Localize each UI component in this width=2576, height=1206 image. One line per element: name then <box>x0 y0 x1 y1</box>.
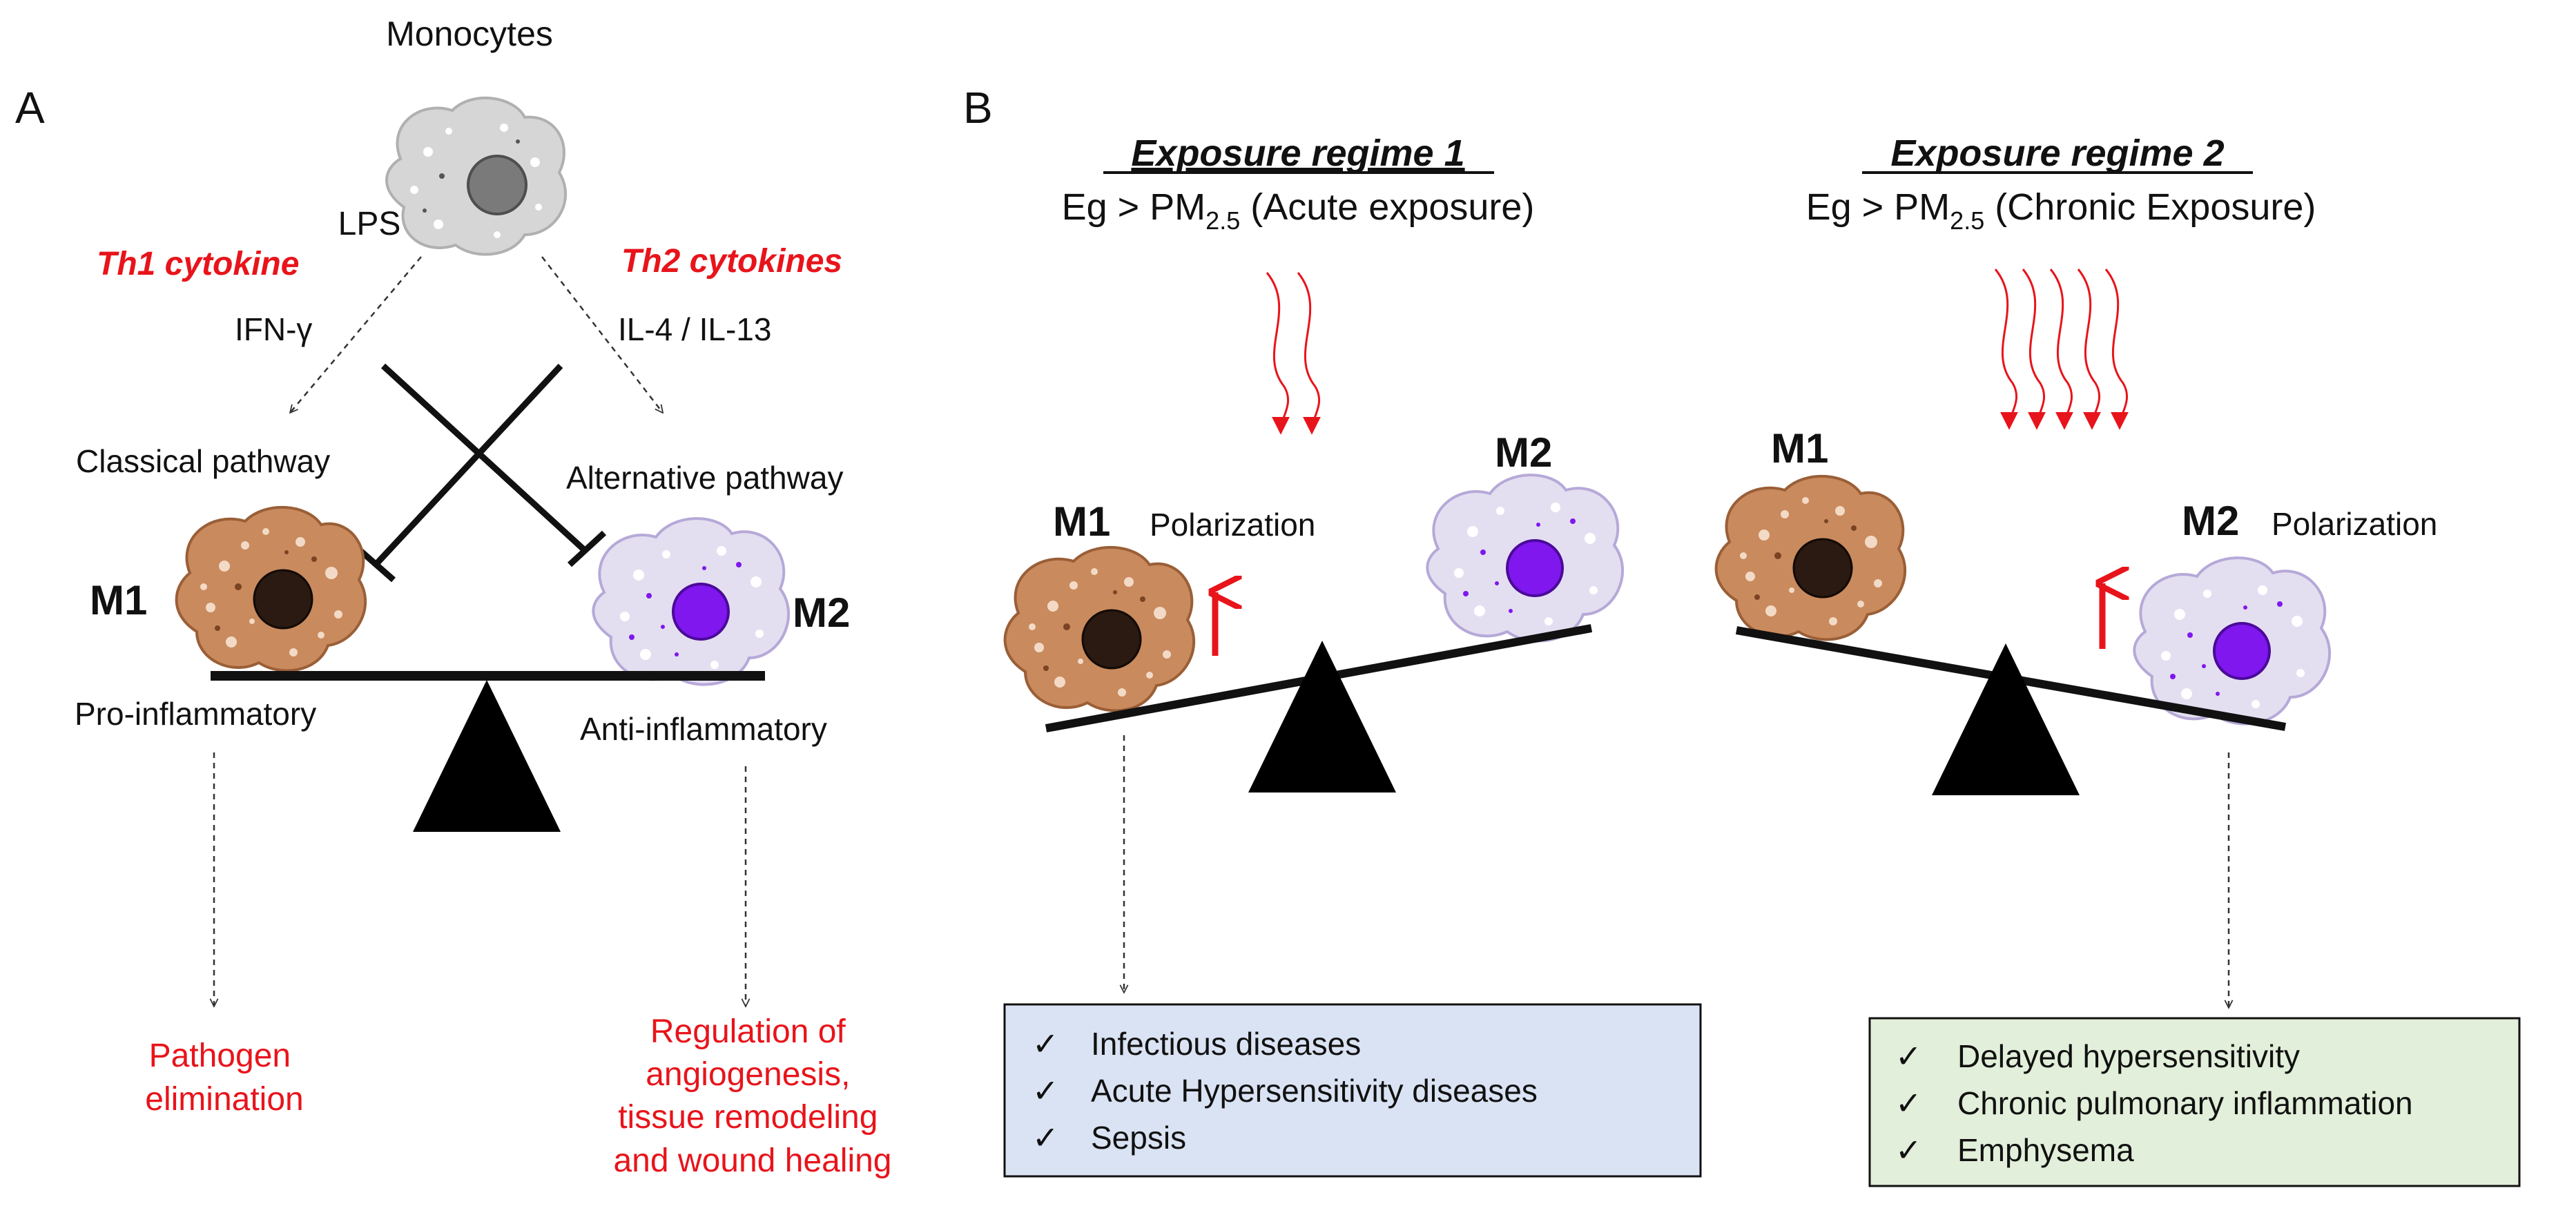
balance-fulcrum-regime2 <box>1932 643 2080 795</box>
regime2-check-2: ✓ <box>1895 1085 1922 1121</box>
panel-a-label: A <box>15 83 45 133</box>
ifn-gamma-label: IFN-γ <box>235 311 312 347</box>
polarization-label-regime2: Polarization <box>2272 506 2437 542</box>
m1-label-a: M1 <box>90 577 147 623</box>
regime2-title: Exposure regime 2 <box>1890 133 2224 174</box>
m2-label-regime1: M2 <box>1495 429 1552 476</box>
regime2-subtitle-post: (Chronic Exposure) <box>1984 186 2316 228</box>
regime1-check-1: ✓ <box>1032 1026 1059 1062</box>
regime2-check-1: ✓ <box>1895 1038 1922 1074</box>
panel-b: B Exposure regime 1 Eg > PM2.5 (Acute ex… <box>963 83 2521 1187</box>
m2-cell-a <box>592 517 791 686</box>
outcome-left-line-2: elimination <box>145 1081 303 1118</box>
regime2-outcomes-box <box>1868 1017 2521 1187</box>
m1-label-regime1: M1 <box>1053 498 1110 545</box>
m2-cell-regime2 <box>2133 556 2332 726</box>
anti-inflammatory-label: Anti-inflammatory <box>580 711 827 747</box>
th1-cytokine-label: Th1 cytokine <box>97 246 299 282</box>
regime1-subtitle-pre: Eg > PM <box>1062 186 1206 228</box>
lps-label: LPS <box>338 206 401 242</box>
regime2-arrow-3 <box>2049 269 2074 430</box>
th2-cytokines-label: Th2 cytokines <box>621 243 842 280</box>
inhibition-bar-m1 <box>357 547 396 583</box>
classical-pathway-label: Classical pathway <box>76 443 330 479</box>
outcome-right-line-4: and wound healing <box>613 1142 891 1179</box>
outcome-right-line-2: angiogenesis, <box>646 1056 850 1093</box>
regime1-title: Exposure regime 1 <box>1131 133 1464 174</box>
arrow-to-classical <box>290 256 422 413</box>
regime1-outcomes-box <box>1003 1003 1702 1178</box>
regime1-outcome-3: Sepsis <box>1091 1120 1186 1156</box>
inhibition-line-to-m2 <box>380 363 590 555</box>
m1-cell-regime2 <box>1714 474 1907 641</box>
monocyte-cell <box>385 96 568 256</box>
regime1-exposure-arrows <box>1266 272 1321 435</box>
regime2-exposure-arrows <box>1994 269 2129 430</box>
balance-fulcrum-a <box>413 680 561 832</box>
balance-fulcrum-regime1 <box>1248 641 1396 792</box>
m1-cell-a <box>175 505 367 672</box>
outcome-right-line-1: Regulation of <box>650 1013 846 1050</box>
panel-a: A Monocytes LPS Th1 cytokine Th2 cytokin… <box>15 14 892 1179</box>
regime2-arrow-2 <box>2022 269 2046 430</box>
regime1-arrow-1 <box>1266 272 1290 435</box>
regime2-arrow-5 <box>2104 269 2129 430</box>
polarization-label-regime1: Polarization <box>1150 507 1315 543</box>
regime1-outcome-1: Infectious diseases <box>1091 1026 1361 1062</box>
regime1-arrow-2 <box>1297 272 1321 435</box>
regime2-check-3: ✓ <box>1895 1132 1922 1168</box>
outcome-left-line-1: Pathogen <box>149 1038 291 1074</box>
regime1-subtitle-post: (Acute exposure) <box>1240 186 1534 228</box>
pathogen-elimination-text: Pathogen elimination <box>145 1038 303 1118</box>
regime2-arrow-1 <box>1994 269 2019 430</box>
m2-label-a: M2 <box>793 590 850 636</box>
m1-label-regime2: M1 <box>1771 425 1828 471</box>
regime2-subtitle: Eg > PM2.5 (Chronic Exposure) <box>1806 186 2316 235</box>
regime1-subtitle: Eg > PM2.5 (Acute exposure) <box>1062 186 1535 235</box>
regime2-outcome-1: Delayed hypersensitivity <box>1957 1038 2300 1074</box>
inhibition-line-to-m1 <box>374 363 563 567</box>
regime2-outcome-3: Emphysema <box>1957 1132 2134 1168</box>
regime2-subtitle-pre: Eg > PM <box>1806 186 1950 228</box>
regime2-outcome-2: Chronic pulmonary inflammation <box>1957 1085 2413 1121</box>
outcome-right-line-3: tissue remodeling <box>618 1099 878 1136</box>
regime1-outcome-2: Acute Hypersensitivity diseases <box>1091 1073 1538 1109</box>
inhibition-bar-m2 <box>567 530 607 567</box>
alternative-pathway-label: Alternative pathway <box>566 460 843 496</box>
regulation-text: Regulation of angiogenesis, tissue remod… <box>613 1013 891 1179</box>
m2-label-regime2: M2 <box>2182 498 2239 544</box>
il4-il13-label: IL-4 / IL-13 <box>618 311 771 347</box>
panel-b-label: B <box>963 83 993 133</box>
m1-cell-regime1 <box>1003 545 1196 712</box>
monocytes-label: Monocytes <box>386 14 553 53</box>
pro-inflammatory-label: Pro-inflammatory <box>75 696 316 732</box>
arrow-to-alternative <box>541 256 663 413</box>
regime1-check-2: ✓ <box>1032 1073 1059 1109</box>
regime2-arrow-4 <box>2077 269 2102 430</box>
regime1-subtitle-sub: 2.5 <box>1205 206 1240 235</box>
regime2-subtitle-sub: 2.5 <box>1950 206 1984 235</box>
m2-cell-regime1 <box>1426 474 1625 643</box>
regime1-check-3: ✓ <box>1032 1120 1059 1156</box>
